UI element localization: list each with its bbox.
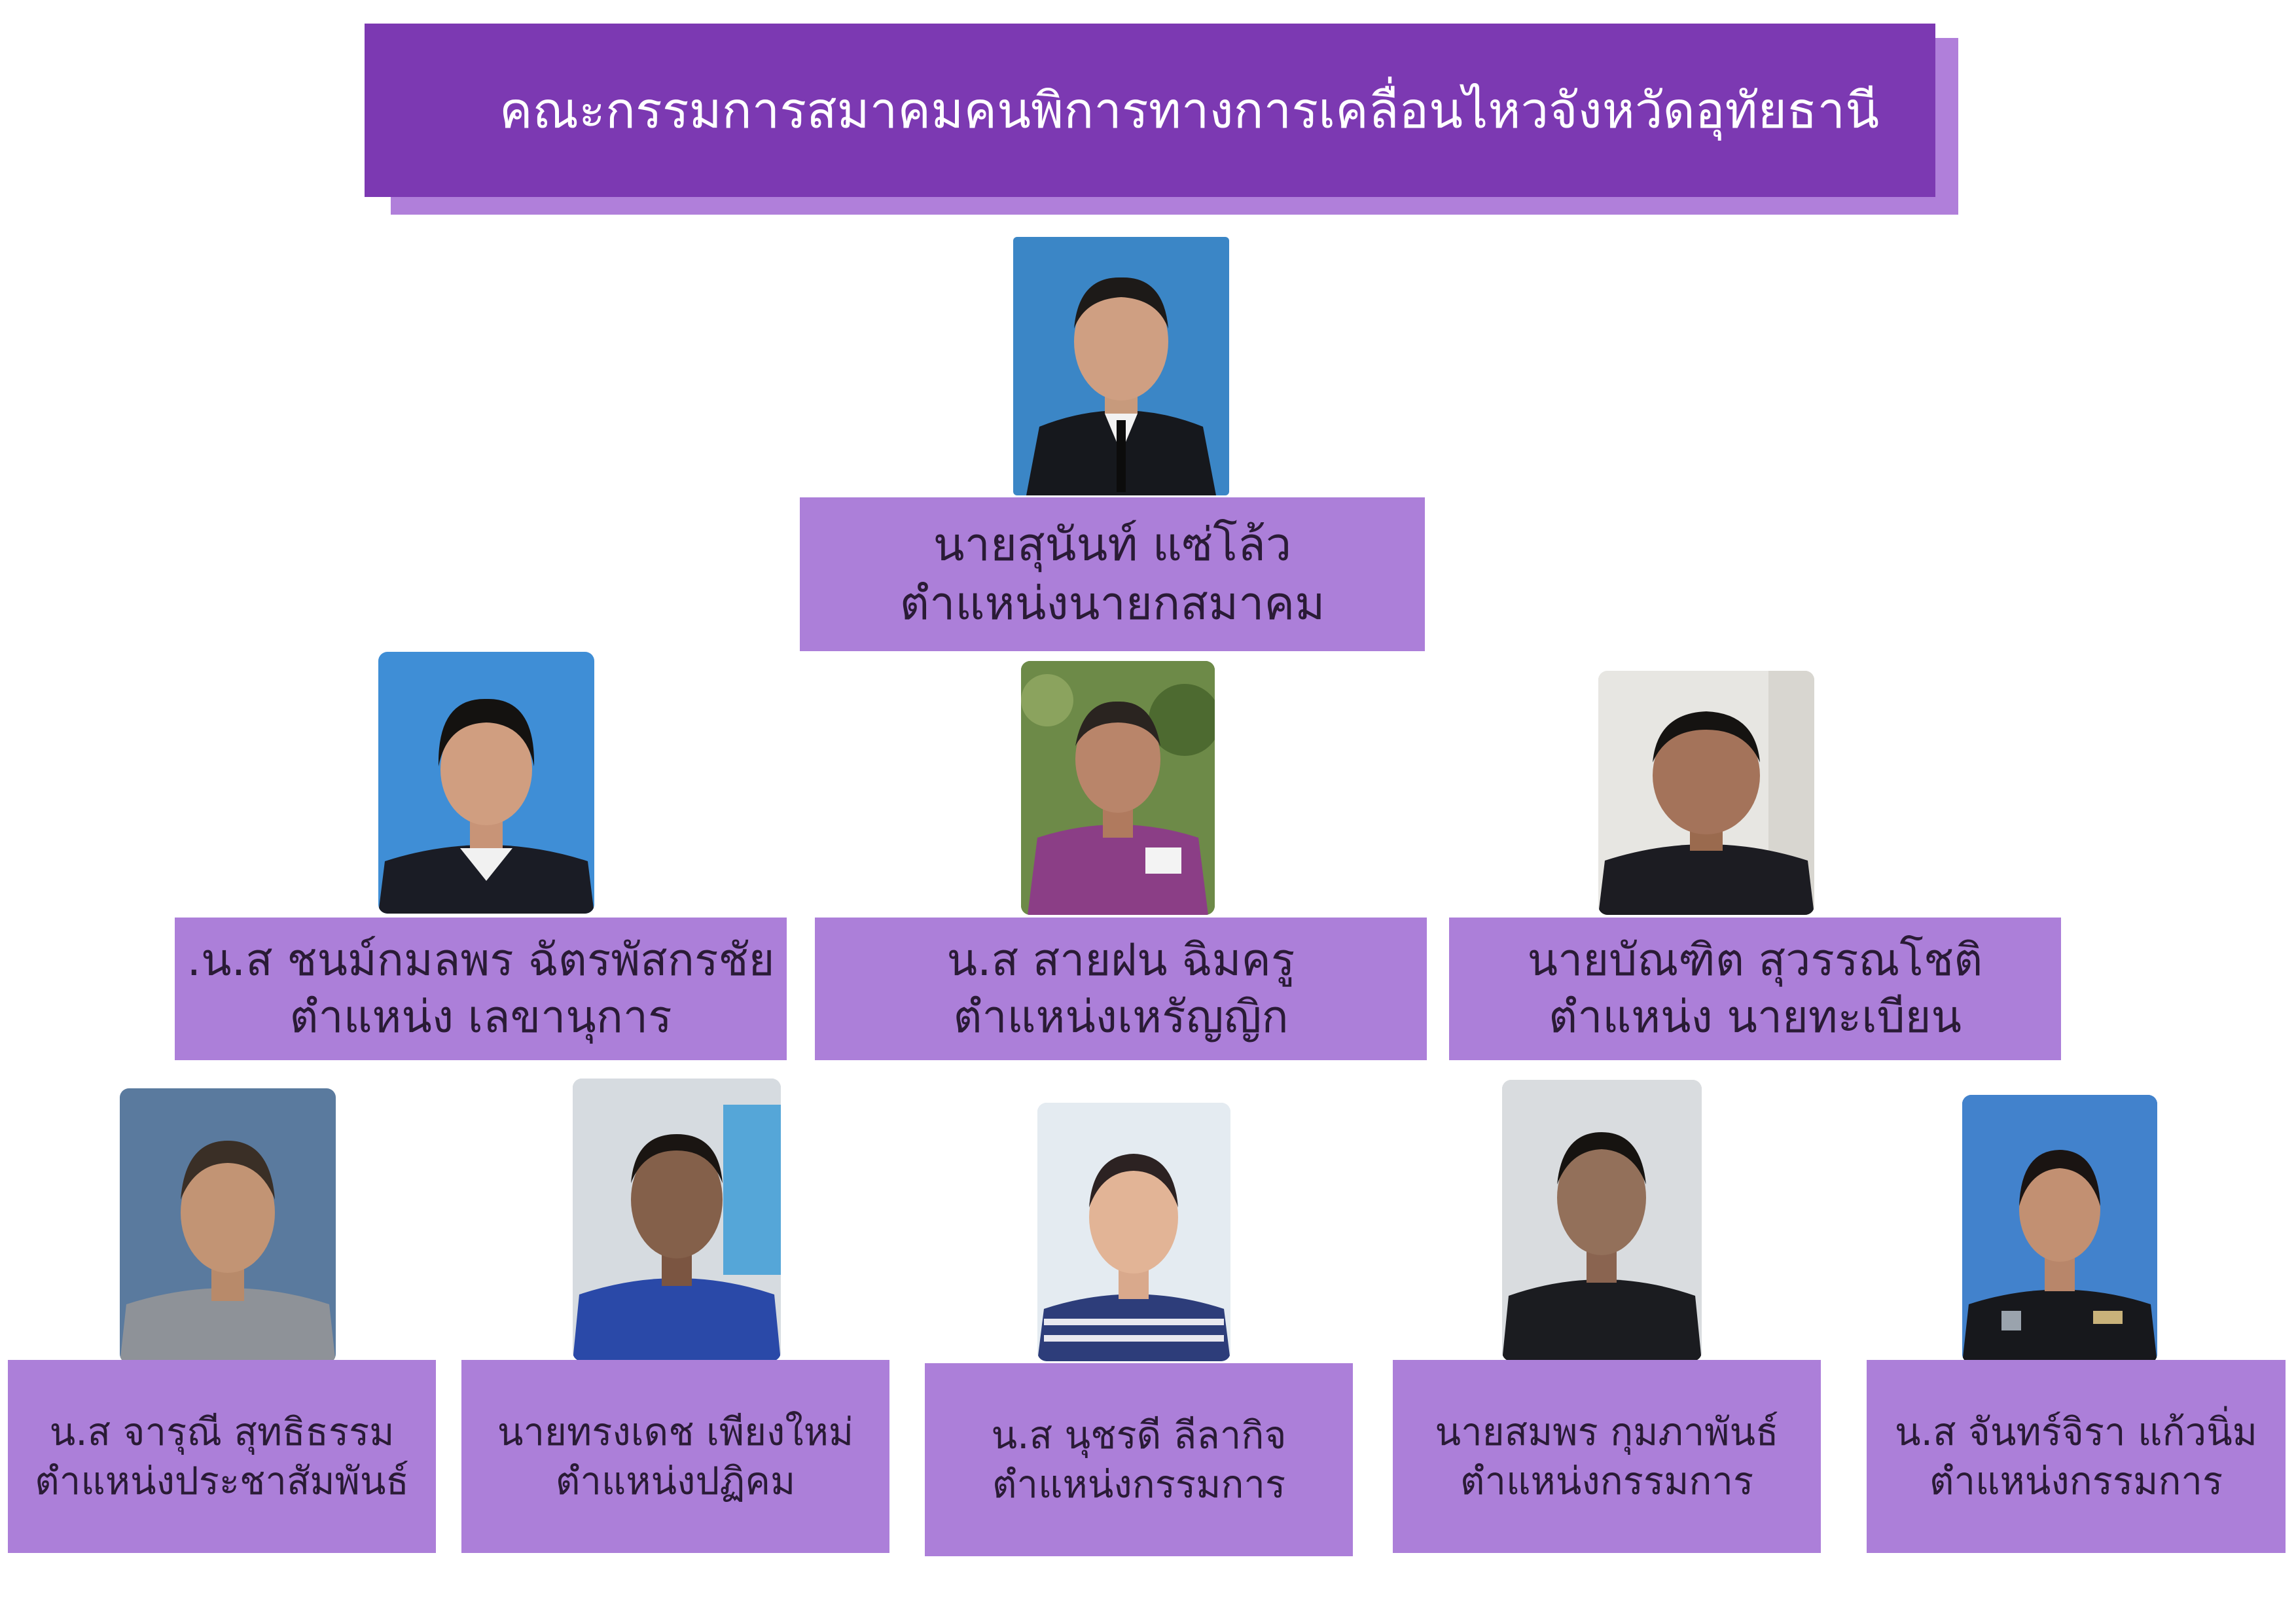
member-photo-3 xyxy=(1037,1103,1230,1361)
president-card: นายสุนันท์ แซ่โล้ว ตำแหน่งนายกสมาคม xyxy=(800,497,1425,651)
officer-card-secretary: .น.ส ชนม์กมลพร ฉัตรพัสกรชัย ตำแหน่ง เลขา… xyxy=(175,918,787,1060)
officer-name: น.ส สายฝน ฉิมครู xyxy=(946,934,1295,986)
member-card-3: น.ส นุชรดี ลีลากิจ ตำแหน่งกรรมการ xyxy=(925,1363,1353,1556)
officer-card-treasurer: น.ส สายฝน ฉิมครู ตำแหน่งเหรัญญิก xyxy=(815,918,1427,1060)
member-position: ตำแหน่งกรรมการ xyxy=(1460,1458,1754,1503)
secretary-photo xyxy=(378,652,594,914)
treasurer-photo xyxy=(1021,661,1215,915)
member-position: ตำแหน่งประชาสัมพันธ์ xyxy=(35,1458,409,1503)
officer-position: ตำแหน่ง เลขานุการ xyxy=(289,991,672,1043)
president-name: นายสุนันท์ แซ่โล้ว xyxy=(933,517,1292,571)
member-name: นายทรงเดช เพียงใหม่ xyxy=(497,1410,854,1455)
member-photo-2 xyxy=(573,1079,781,1361)
member-photo-1 xyxy=(120,1088,336,1363)
president-position: ตำแหน่งนายกสมาคม xyxy=(899,576,1325,630)
member-card-4: นายสมพร กุมภาพันธ์ ตำแหน่งกรรมการ xyxy=(1393,1360,1821,1553)
member-name: น.ส นุชรดี ลีลากิจ xyxy=(991,1413,1287,1458)
officer-name: นายบัณฑิต สุวรรณโชติ xyxy=(1527,934,1983,986)
page-title: คณะกรรมการสมาคมคนพิการทางการเคลื่อนไหวจั… xyxy=(365,24,1935,197)
registrar-photo xyxy=(1598,671,1814,915)
member-name: น.ส จันทร์จิรา แก้วนิ่ม xyxy=(1894,1410,2258,1455)
president-photo xyxy=(1013,237,1229,495)
member-card-5: น.ส จันทร์จิรา แก้วนิ่ม ตำแหน่งกรรมการ xyxy=(1867,1360,2286,1553)
page-title-text: คณะกรรมการสมาคมคนพิการทางการเคลื่อนไหวจั… xyxy=(499,80,1880,139)
member-position: ตำแหน่งกรรมการ xyxy=(992,1461,1286,1507)
member-name: นายสมพร กุมภาพันธ์ xyxy=(1435,1410,1779,1455)
officer-name: .น.ส ชนม์กมลพร ฉัตรพัสกรชัย xyxy=(187,934,775,986)
member-name: น.ส จารุณี สุทธิธรรม xyxy=(49,1410,395,1455)
officer-position: ตำแหน่งเหรัญญิก xyxy=(953,991,1289,1043)
member-photo-5 xyxy=(1962,1095,2157,1363)
member-photo-4 xyxy=(1502,1080,1702,1361)
member-card-1: น.ส จารุณี สุทธิธรรม ตำแหน่งประชาสัมพันธ… xyxy=(8,1360,436,1553)
member-position: ตำแหน่งกรรมการ xyxy=(1929,1458,2223,1503)
member-position: ตำแหน่งปฏิคม xyxy=(555,1458,796,1503)
member-card-2: นายทรงเดช เพียงใหม่ ตำแหน่งปฏิคม xyxy=(461,1360,889,1553)
officer-card-registrar: นายบัณฑิต สุวรรณโชติ ตำแหน่ง นายทะเบียน xyxy=(1449,918,2061,1060)
officer-position: ตำแหน่ง นายทะเบียน xyxy=(1549,991,1962,1043)
